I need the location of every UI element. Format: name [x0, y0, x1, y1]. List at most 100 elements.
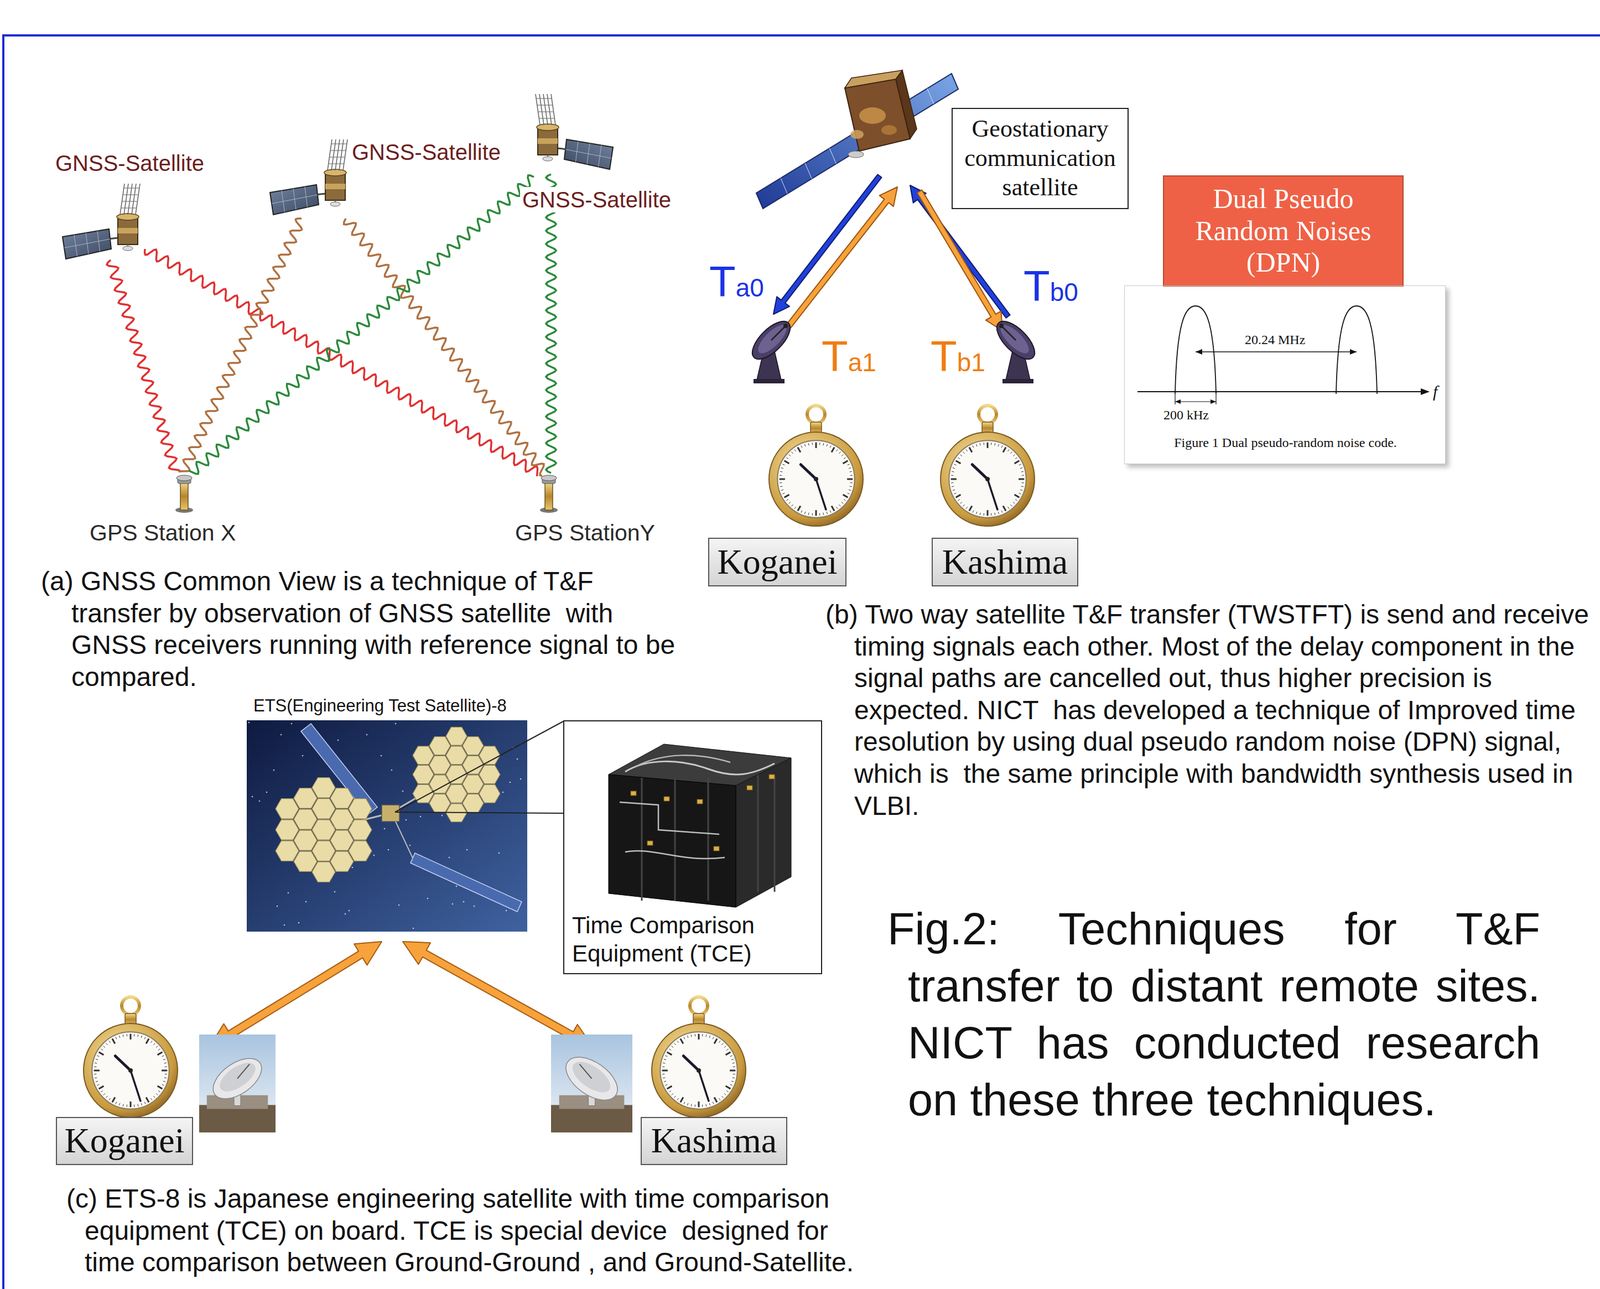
art-shape — [957, 457, 960, 460]
code-title-box: Dual Pseudo Random Noises (DPN) — [1162, 175, 1404, 287]
star — [283, 924, 286, 927]
art-shape — [119, 1103, 121, 1106]
art-shape — [721, 1095, 724, 1098]
dish-photo — [199, 1034, 276, 1133]
art-shape — [709, 1035, 710, 1038]
reflector-hex — [312, 798, 336, 819]
art-shape — [103, 1093, 106, 1096]
star — [412, 927, 415, 930]
art-shape — [579, 1064, 592, 1079]
art-shape — [1020, 489, 1023, 491]
art-shape — [797, 506, 801, 512]
art-shape — [831, 506, 835, 512]
signal-wave — [344, 218, 544, 476]
art-shape — [754, 320, 791, 358]
site-label: Koganei — [55, 1117, 194, 1166]
art-shape — [662, 1066, 665, 1068]
art-shape — [960, 502, 963, 505]
connector — [769, 774, 775, 779]
art-shape — [1015, 499, 1017, 502]
art-shape — [96, 1084, 100, 1086]
panel-caption: (b) Two way satellite T&F transfer (TWST… — [825, 598, 1596, 822]
art-shape — [108, 1040, 111, 1043]
art-shape — [956, 494, 961, 498]
art-shape — [674, 1095, 677, 1098]
art-shape — [1014, 460, 1020, 464]
art-shape — [667, 1052, 673, 1056]
art-shape — [133, 1104, 135, 1108]
art-shape — [983, 513, 985, 516]
art-shape — [963, 504, 965, 507]
art-shape — [144, 1036, 146, 1040]
art-shape — [707, 777, 710, 901]
art-shape — [551, 1104, 633, 1133]
art-shape — [730, 1055, 733, 1057]
gps-station — [539, 475, 558, 513]
art-shape — [1021, 485, 1024, 487]
art-shape — [680, 1039, 684, 1044]
star — [351, 866, 354, 869]
art-shape — [698, 1101, 700, 1108]
art-shape — [773, 775, 776, 892]
equipment-callout: Time Comparison Equipment (TCE) — [563, 720, 823, 975]
node-text: ETS(Engineering Test Satellite)-8 — [252, 695, 508, 716]
art-shape — [847, 492, 850, 495]
art-shape — [1015, 457, 1017, 460]
satellite-label: GNSS-Satellite — [349, 139, 503, 165]
art-shape — [702, 1034, 703, 1037]
art-shape — [788, 502, 791, 505]
art-shape — [791, 452, 794, 454]
art-shape — [813, 476, 819, 482]
art-shape — [956, 460, 961, 464]
node-text: 200 kHz — [1163, 407, 1209, 424]
art-shape — [788, 454, 791, 457]
art-shape — [157, 1052, 163, 1056]
figure-frame — [3, 35, 1600, 1289]
spectrum-lobe — [1175, 305, 1217, 394]
art-shape — [951, 475, 954, 476]
reflector-hex — [293, 788, 318, 809]
art-shape — [687, 1103, 689, 1106]
art-shape — [163, 1081, 166, 1082]
art-shape — [948, 440, 1026, 518]
art-shape — [327, 139, 332, 171]
art-shape — [95, 1081, 98, 1082]
signal-label: Tb0 — [1023, 264, 1079, 308]
art-shape — [663, 1081, 667, 1082]
art-shape — [979, 443, 981, 446]
art-shape — [103, 1046, 106, 1048]
art-shape — [537, 104, 553, 106]
art-shape — [969, 506, 973, 512]
art-shape — [783, 323, 788, 329]
star — [248, 721, 251, 724]
figure-ground — [1124, 285, 1446, 465]
art-shape — [953, 492, 957, 495]
node-text: Koganei — [717, 542, 838, 582]
art-shape — [112, 1097, 116, 1103]
art-shape — [801, 445, 803, 448]
art-shape — [694, 1104, 696, 1108]
art-shape — [157, 1086, 163, 1089]
star — [337, 739, 340, 742]
spectrum-figure: 20.24 MHz200 kHzfFigure 1 Dual pseudo-ra… — [1124, 285, 1446, 465]
art-shape — [683, 1036, 685, 1040]
art-shape — [1001, 445, 1003, 448]
art-shape — [782, 492, 785, 495]
art-shape — [325, 183, 346, 190]
connector — [697, 799, 703, 804]
star — [291, 723, 293, 725]
art-shape — [683, 1102, 685, 1105]
art-shape — [331, 143, 347, 144]
art-shape — [537, 127, 558, 155]
art-shape — [850, 475, 853, 476]
signal-label: Ta0 — [709, 260, 765, 304]
art-shape — [807, 405, 825, 424]
art-shape — [839, 452, 841, 454]
reflector-hex — [412, 746, 434, 765]
signal-wave — [144, 248, 538, 477]
art-shape — [800, 464, 817, 480]
art-shape — [719, 1040, 721, 1043]
art-shape — [538, 117, 555, 119]
art-shape — [994, 512, 996, 516]
